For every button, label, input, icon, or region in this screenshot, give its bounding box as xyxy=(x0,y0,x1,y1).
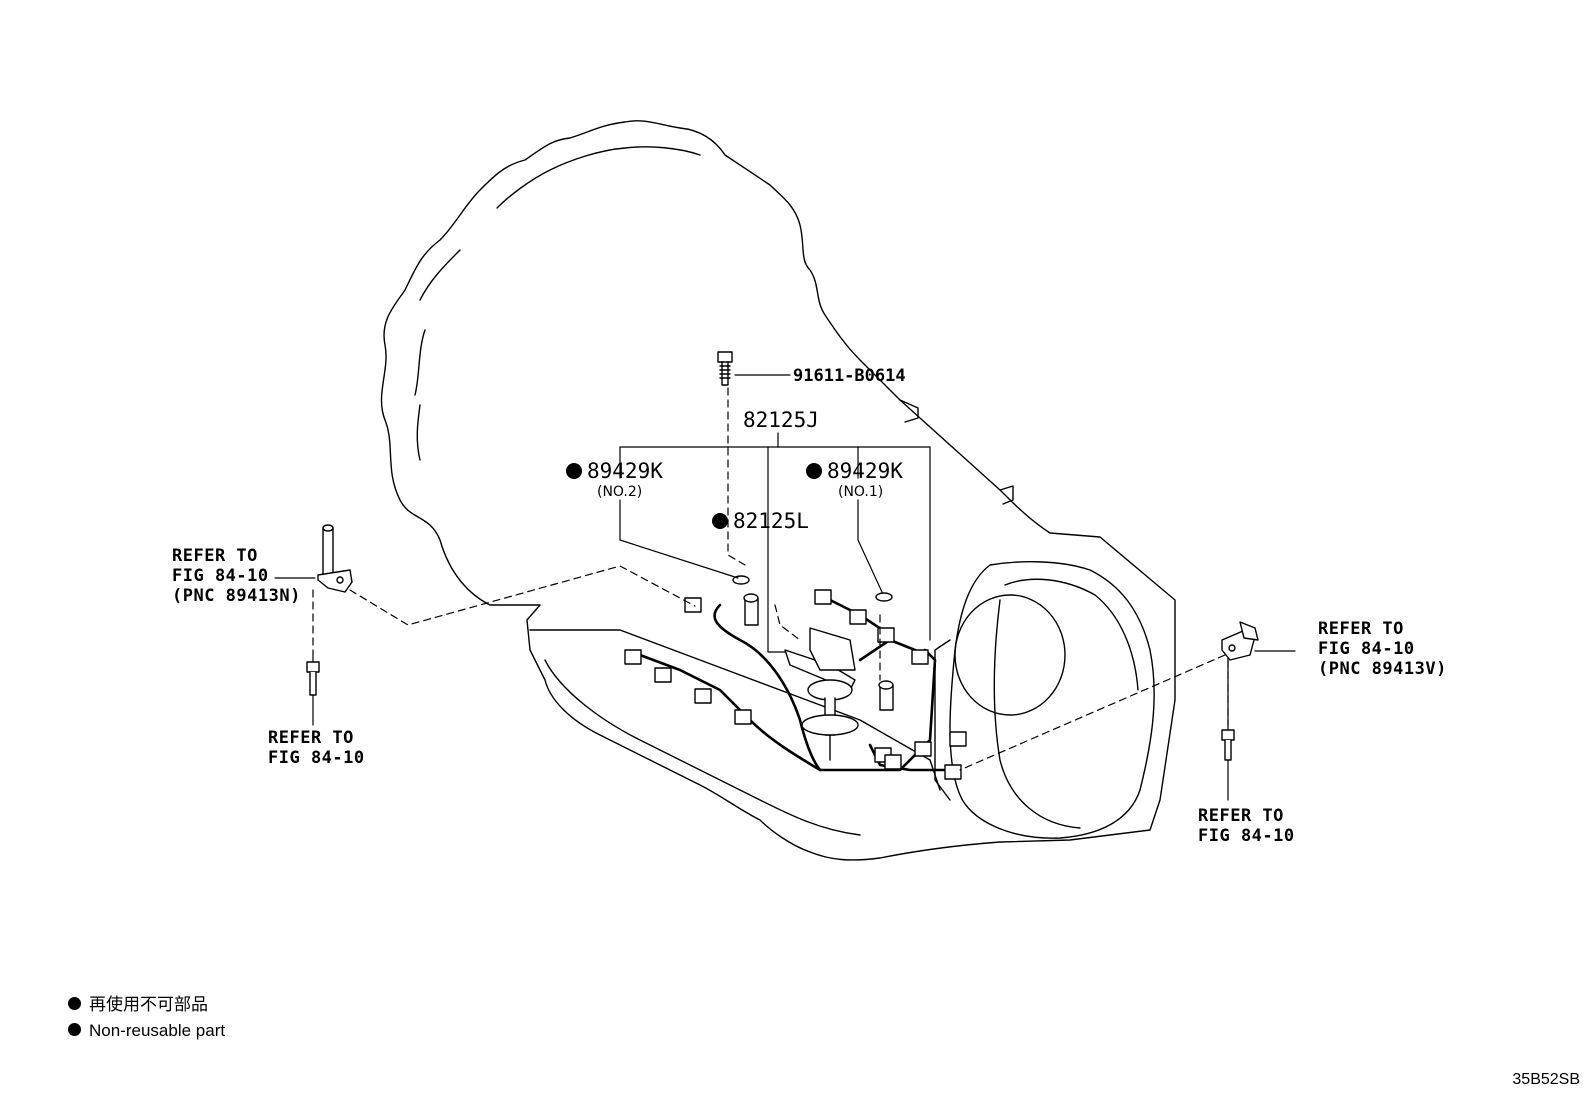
refer-left-bolt: REFER TO FIG 84-10 xyxy=(268,728,365,768)
o-rings xyxy=(732,575,893,602)
legend-jp: 再使用不可部品 xyxy=(68,995,208,1015)
right-speed-sensor xyxy=(1221,621,1259,661)
left-bolt xyxy=(306,661,320,696)
callout-oring-no1: 89429K xyxy=(806,459,903,483)
non-reusable-marker-icon xyxy=(712,513,728,529)
legend-en: Non-reusable part xyxy=(68,1021,225,1041)
callout-harness-82125j: 82125J xyxy=(743,408,819,432)
harness-module xyxy=(743,593,894,761)
non-reusable-marker-icon xyxy=(566,463,582,479)
callout-oring-no1-sub: (NO.1) xyxy=(838,484,884,500)
callout-oring-no2-sub: (NO.2) xyxy=(597,484,643,500)
refer-right-bolt: REFER TO FIG 84-10 xyxy=(1198,806,1295,846)
non-reusable-marker-icon xyxy=(806,463,822,479)
callout-bolt-91611: 91611-B0614 xyxy=(793,366,906,386)
refer-left-sensor: REFER TO FIG 84-10 (PNC 89413N) xyxy=(172,546,301,606)
harness-connectors xyxy=(624,589,967,780)
dashed-lines xyxy=(312,387,1229,771)
left-speed-sensor xyxy=(317,524,353,593)
transmission-case xyxy=(380,120,1176,861)
non-reusable-marker-icon xyxy=(68,1023,81,1036)
non-reusable-marker-icon xyxy=(68,997,81,1010)
bolt-91611 xyxy=(717,351,733,386)
refer-right-sensor: REFER TO FIG 84-10 (PNC 89413V) xyxy=(1318,619,1447,679)
right-bolt xyxy=(1221,729,1235,761)
callout-oring-no2: 89429K xyxy=(566,459,663,483)
leader-lines xyxy=(274,374,1296,801)
diagram-code: 35B52SB xyxy=(1512,1071,1580,1088)
callout-sub-harness-82125l: 82125L xyxy=(712,509,809,533)
